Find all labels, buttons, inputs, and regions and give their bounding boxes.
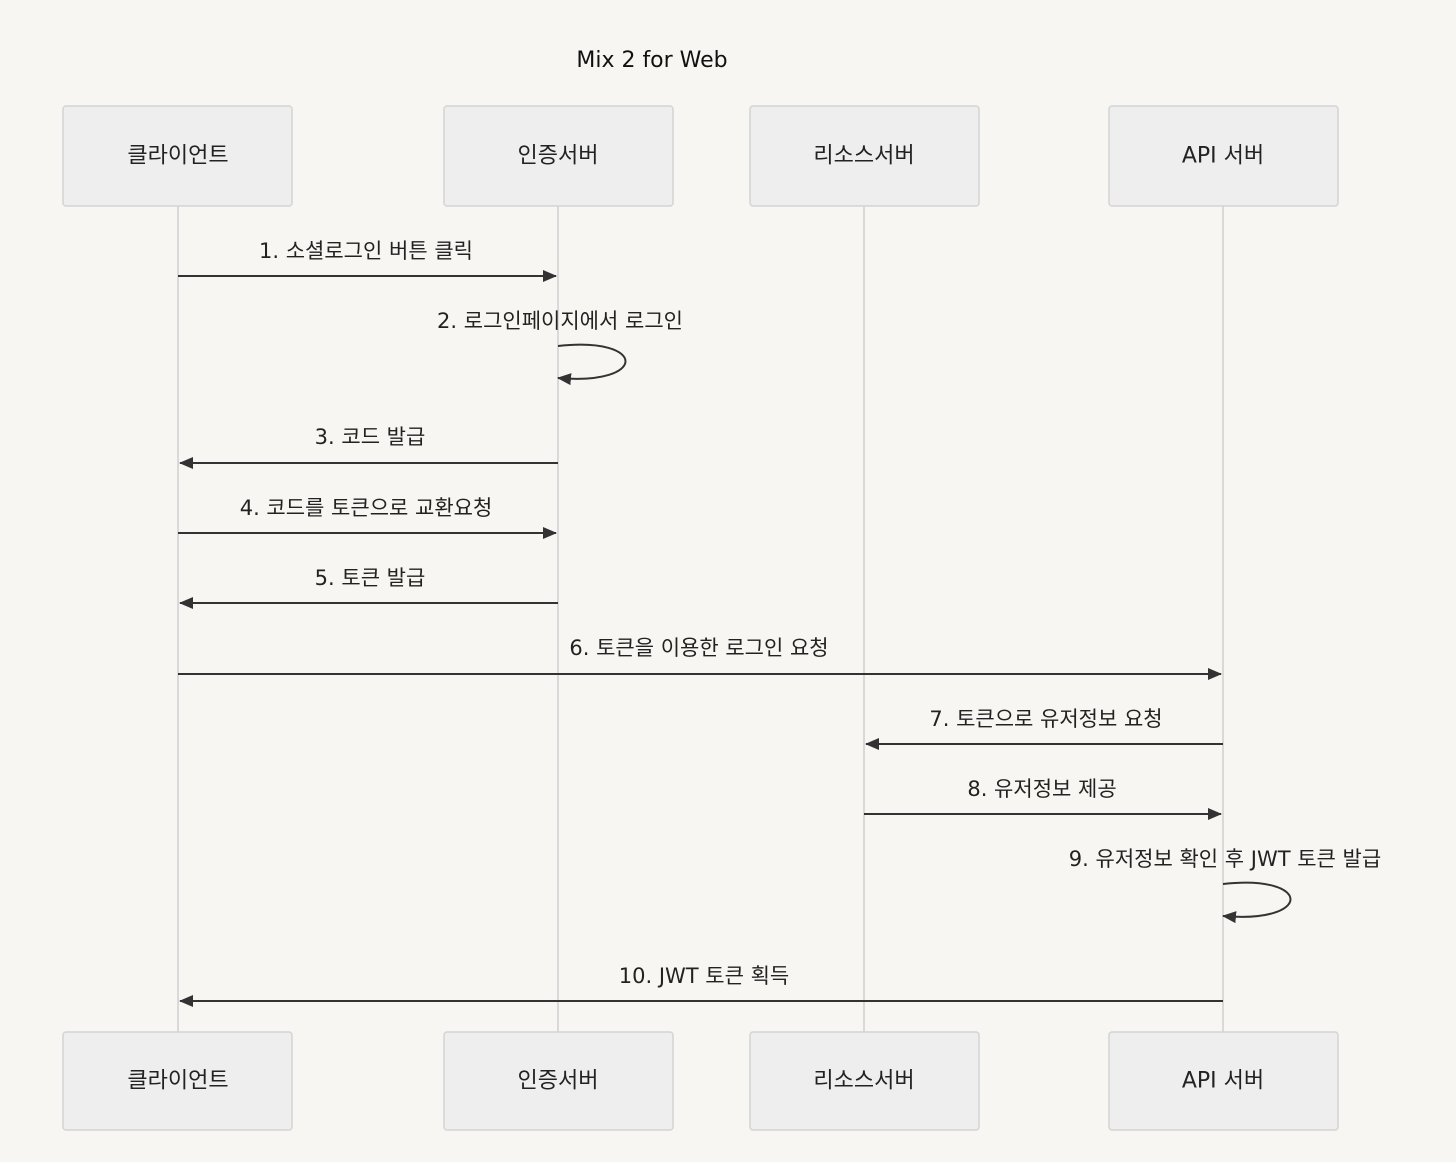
actor-box — [443, 105, 674, 207]
message-label: 2. 로그인페이지에서 로그인 — [437, 309, 683, 333]
actor-box — [749, 1031, 980, 1131]
message-label: 9. 유저정보 확인 후 JWT 토큰 발급 — [1069, 847, 1381, 871]
self-message-arrow — [1222, 881, 1292, 924]
message-label: 8. 유저정보 제공 — [967, 777, 1116, 801]
message-label: 4. 코드를 토큰으로 교환요청 — [240, 496, 493, 520]
actor-resource-bottom: 리소스서버 — [749, 1031, 980, 1131]
actor-box — [62, 105, 293, 207]
actor-api-top: API 서버 — [1108, 105, 1339, 207]
message-label: 10. JWT 토큰 획득 — [619, 964, 790, 988]
message-label: 6. 토큰을 이용한 로그인 요청 — [569, 636, 828, 660]
message-5: 5. 토큰 발급 — [179, 566, 558, 609]
messages: 1. 소셜로그인 버튼 클릭 2. 로그인페이지에서 로그인 3. 코드 발급 … — [178, 239, 1381, 1007]
actor-label: 인증서버 — [518, 144, 599, 169]
actor-label: 리소스서버 — [813, 1069, 914, 1094]
diagram-title: Mix 2 for Web — [576, 48, 727, 73]
actors-bottom: 클라이언트 인증서버 리소스서버 API 서버 — [62, 1031, 1339, 1131]
message-label: 1. 소셜로그인 버튼 클릭 — [259, 239, 473, 263]
actor-auth-bottom: 인증서버 — [443, 1031, 674, 1131]
message-label: 7. 토큰으로 유저정보 요청 — [929, 707, 1162, 731]
actor-api-bottom: API 서버 — [1108, 1031, 1339, 1131]
actor-box — [749, 105, 980, 207]
message-6: 6. 토큰을 이용한 로그인 요청 — [178, 636, 1222, 680]
message-2: 2. 로그인페이지에서 로그인 — [437, 309, 683, 386]
message-9: 9. 유저정보 확인 후 JWT 토큰 발급 — [1069, 847, 1381, 924]
actor-box — [1108, 1031, 1339, 1131]
self-message-arrow — [557, 343, 627, 386]
actors-top: 클라이언트 인증서버 리소스서버 API 서버 — [62, 105, 1339, 207]
message-7: 7. 토큰으로 유저정보 요청 — [865, 707, 1223, 750]
actor-label: API 서버 — [1182, 1069, 1264, 1094]
message-4: 4. 코드를 토큰으로 교환요청 — [178, 496, 557, 539]
actor-box — [443, 1031, 674, 1131]
actor-box — [1108, 105, 1339, 207]
actor-resource-top: 리소스서버 — [749, 105, 980, 207]
message-label: 5. 토큰 발급 — [315, 566, 426, 590]
actor-label: 인증서버 — [518, 1069, 599, 1094]
actor-label: 리소스서버 — [813, 144, 914, 169]
message-label: 3. 코드 발급 — [315, 425, 426, 449]
message-10: 10. JWT 토큰 획득 — [179, 964, 1223, 1007]
actor-client-bottom: 클라이언트 — [62, 1031, 293, 1131]
actor-label: API 서버 — [1182, 144, 1264, 169]
actor-auth-top: 인증서버 — [443, 105, 674, 207]
actor-label: 클라이언트 — [127, 144, 228, 169]
actor-box — [62, 1031, 293, 1131]
actor-client-top: 클라이언트 — [62, 105, 293, 207]
actor-label: 클라이언트 — [127, 1069, 228, 1094]
message-3: 3. 코드 발급 — [179, 425, 558, 469]
message-1: 1. 소셜로그인 버튼 클릭 — [178, 239, 557, 282]
message-8: 8. 유저정보 제공 — [864, 777, 1222, 820]
lifelines — [177, 206, 1224, 1032]
